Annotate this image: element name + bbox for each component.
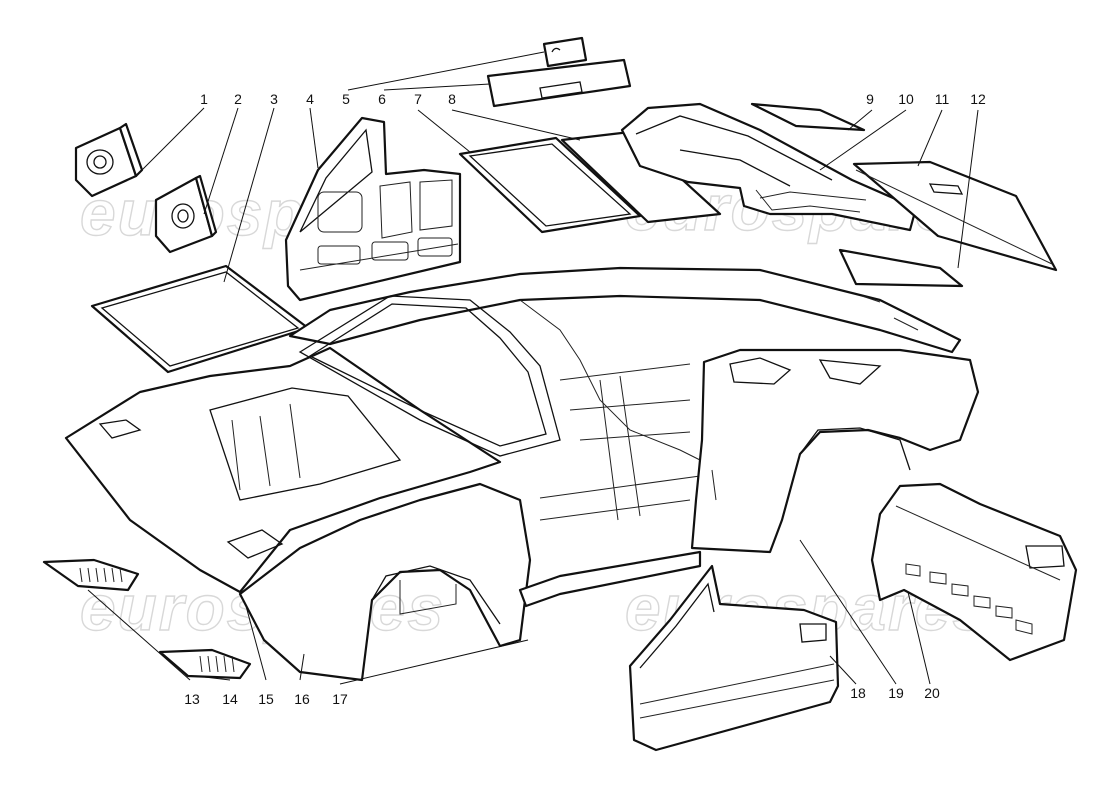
callout-5: 5 <box>342 91 350 107</box>
leader-19 <box>799 539 897 685</box>
part-12-panel[interactable] <box>838 248 964 288</box>
part-5-small-panel[interactable] <box>542 36 588 68</box>
part-6-strip[interactable] <box>486 58 632 108</box>
callout-7: 7 <box>414 91 422 107</box>
callout-8: 8 <box>448 91 456 107</box>
callout-2: 2 <box>234 91 242 107</box>
callout-17: 17 <box>332 691 348 707</box>
main-body-shell[interactable] <box>64 266 980 682</box>
part-20-inner-door-panel[interactable] <box>870 482 1078 662</box>
callout-12: 12 <box>970 91 986 107</box>
part-1-bracket[interactable] <box>74 122 144 198</box>
leader-15 <box>245 605 267 681</box>
callout-4: 4 <box>306 91 314 107</box>
leader-1 <box>135 107 205 177</box>
part-18-door[interactable] <box>628 564 840 752</box>
callout-16: 16 <box>294 691 310 707</box>
callout-6: 6 <box>378 91 386 107</box>
leader-8 <box>451 109 581 141</box>
part-2-bracket[interactable] <box>154 174 218 254</box>
leader-7 <box>417 109 471 153</box>
part-13-grille[interactable] <box>42 558 140 592</box>
leader-16 <box>299 653 305 681</box>
callout-20: 20 <box>924 685 940 701</box>
part-4-door-frame[interactable] <box>284 116 462 302</box>
leader-9 <box>847 109 873 131</box>
part-14-grille[interactable] <box>158 648 252 680</box>
callout-13: 13 <box>184 691 200 707</box>
leader-18 <box>829 655 857 685</box>
part-11-large-panel[interactable] <box>852 160 1058 272</box>
callout-3: 3 <box>270 91 278 107</box>
part-9-small-panel[interactable] <box>750 102 866 132</box>
leader-20 <box>907 591 931 685</box>
callout-14: 14 <box>222 691 238 707</box>
callout-9: 9 <box>866 91 874 107</box>
leader-12 <box>957 109 979 269</box>
callout-numbers: 1 2 3 4 5 6 7 8 9 10 11 12 13 14 15 16 1… <box>184 91 986 707</box>
leader-5 <box>347 51 545 91</box>
callout-1: 1 <box>200 91 208 107</box>
leader-11 <box>917 109 943 167</box>
part-10-rear-deck[interactable] <box>620 102 918 232</box>
callout-19: 19 <box>888 685 904 701</box>
callout-10: 10 <box>898 91 914 107</box>
leader-17 <box>339 639 529 685</box>
leader-lines <box>87 51 979 685</box>
leader-13 <box>87 589 191 681</box>
part-3-panel[interactable] <box>90 264 310 374</box>
leader-10 <box>819 109 907 171</box>
leader-6 <box>383 83 491 91</box>
part-8-panel[interactable] <box>560 130 722 224</box>
leader-4 <box>309 107 319 169</box>
leader-14 <box>195 675 231 681</box>
leader-2 <box>203 107 239 215</box>
callout-11: 11 <box>935 91 950 107</box>
part-7-panel[interactable] <box>458 136 642 234</box>
callout-18: 18 <box>850 685 866 701</box>
callout-15: 15 <box>258 691 274 707</box>
leader-3 <box>223 107 275 283</box>
